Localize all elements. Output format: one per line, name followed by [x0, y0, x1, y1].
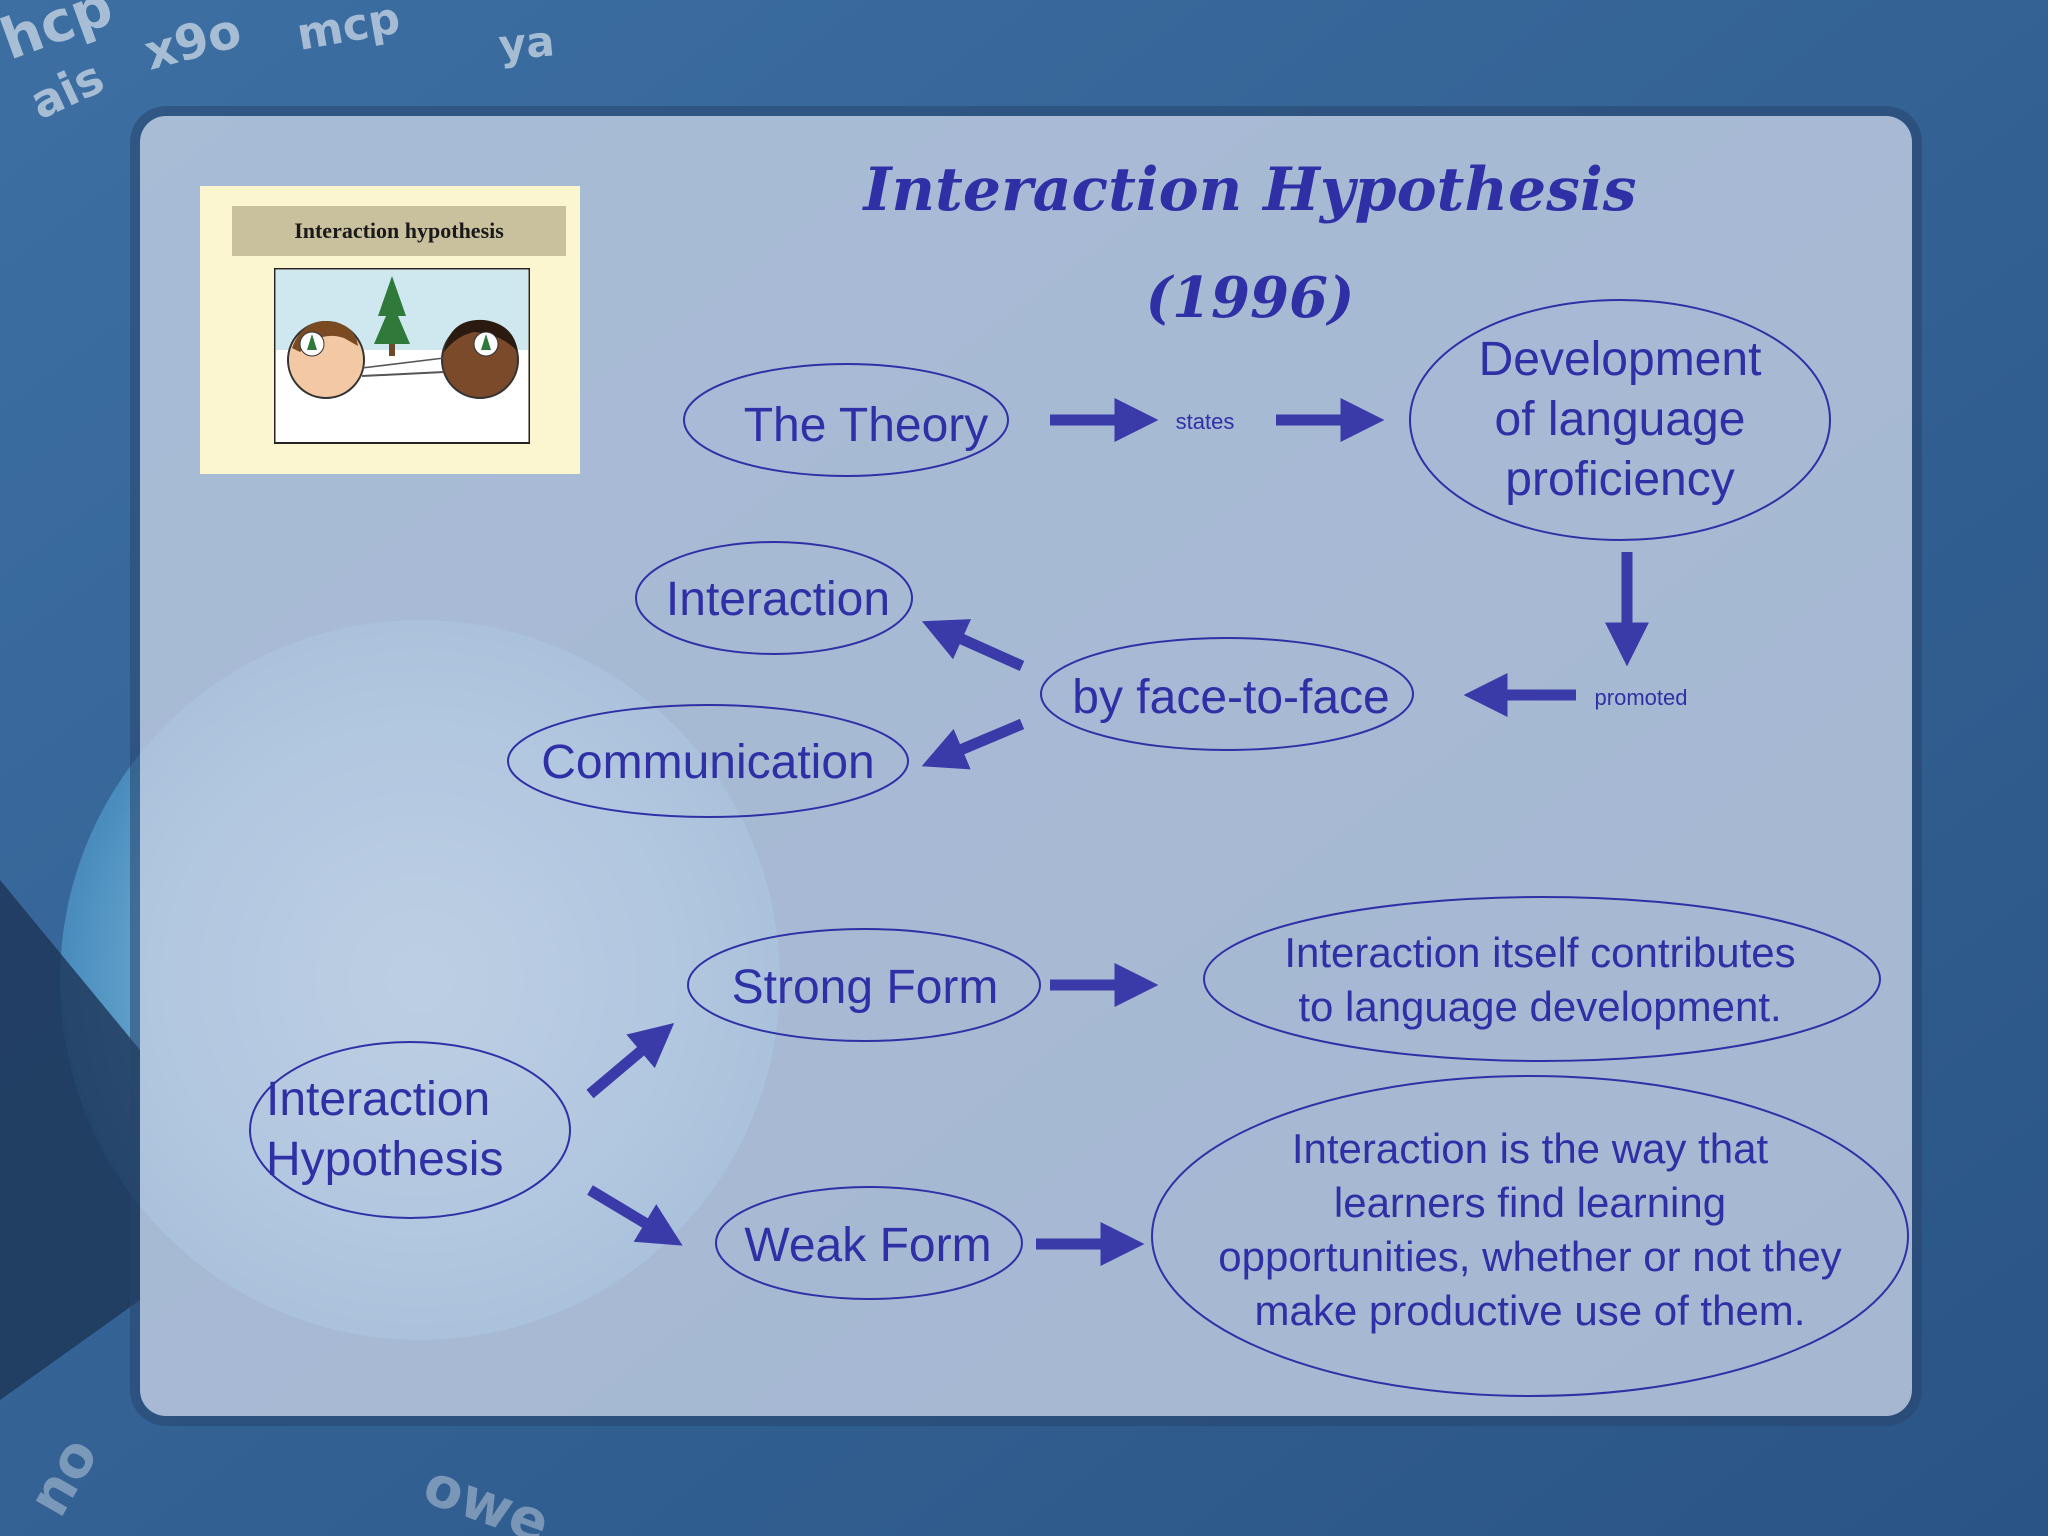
development-ellipse [1409, 299, 1831, 541]
edge-label-promoted: promoted [1594, 685, 1688, 710]
slide-year: (1996) [1145, 265, 1355, 331]
arrow-hypothesis-to-strong [586, 1022, 675, 1099]
weak-desc-ellipse [1151, 1075, 1909, 1397]
development-line-1: Development [1478, 333, 1762, 386]
weak-desc-line-2: learners find learning [1333, 1179, 1727, 1226]
communication-ellipse [507, 704, 909, 818]
interaction-ellipse [635, 541, 913, 655]
hypothesis-line-1: Interaction [266, 1073, 491, 1126]
node-interaction-hypothesis: Interaction Hypothesis [266, 1070, 566, 1190]
svg-text:ya: ya [497, 16, 557, 70]
node-communication: Communication [541, 736, 875, 789]
development-line-2: of language [1494, 393, 1746, 446]
edge-label-states: states [1175, 409, 1235, 434]
arrow-hypothesis-to-weak [587, 1185, 683, 1246]
node-weak-form: Weak Form [744, 1219, 992, 1272]
two-people-talking-icon [274, 268, 530, 444]
node-the-theory: The Theory [743, 399, 989, 452]
strong-form-ellipse [687, 928, 1041, 1042]
development-line-3: proficiency [1505, 453, 1735, 506]
interaction-hypothesis-ellipse [249, 1041, 571, 1219]
strong-desc-line-1: Interaction itself contributes [1284, 929, 1796, 976]
hypothesis-line-2: Hypothesis [266, 1133, 504, 1186]
node-strong-form: Strong Form [731, 961, 999, 1014]
weak-form-ellipse [715, 1186, 1023, 1300]
strong-desc-ellipse [1203, 896, 1881, 1062]
node-strong-desc: Interaction itself contributes to langua… [1200, 926, 1880, 1034]
strong-desc-line-2: to language development. [1298, 983, 1782, 1030]
arrow-face-to-face-to-interaction [921, 619, 1025, 672]
node-face-to-face: by face-to-face [1072, 671, 1390, 724]
face-to-face-ellipse [1040, 637, 1414, 751]
weak-desc-line-3: opportunities, whether or not they [1218, 1233, 1842, 1280]
slide-title: Interaction Hypothesis [863, 155, 1637, 225]
weak-desc-line-1: Interaction is the way that [1291, 1125, 1769, 1172]
thumbnail-title: Interaction hypothesis [232, 206, 566, 256]
node-development: Development of language proficiency [1420, 330, 1820, 510]
node-weak-desc: Interaction is the way that learners fin… [1150, 1122, 1910, 1338]
weak-desc-line-4: make productive use of them. [1254, 1287, 1806, 1334]
arrow-face-to-face-to-communication [921, 718, 1025, 770]
thumbnail-image: Interaction hypothesis [200, 186, 580, 474]
node-interaction: Interaction [665, 573, 891, 626]
the-theory-ellipse [683, 363, 1009, 477]
